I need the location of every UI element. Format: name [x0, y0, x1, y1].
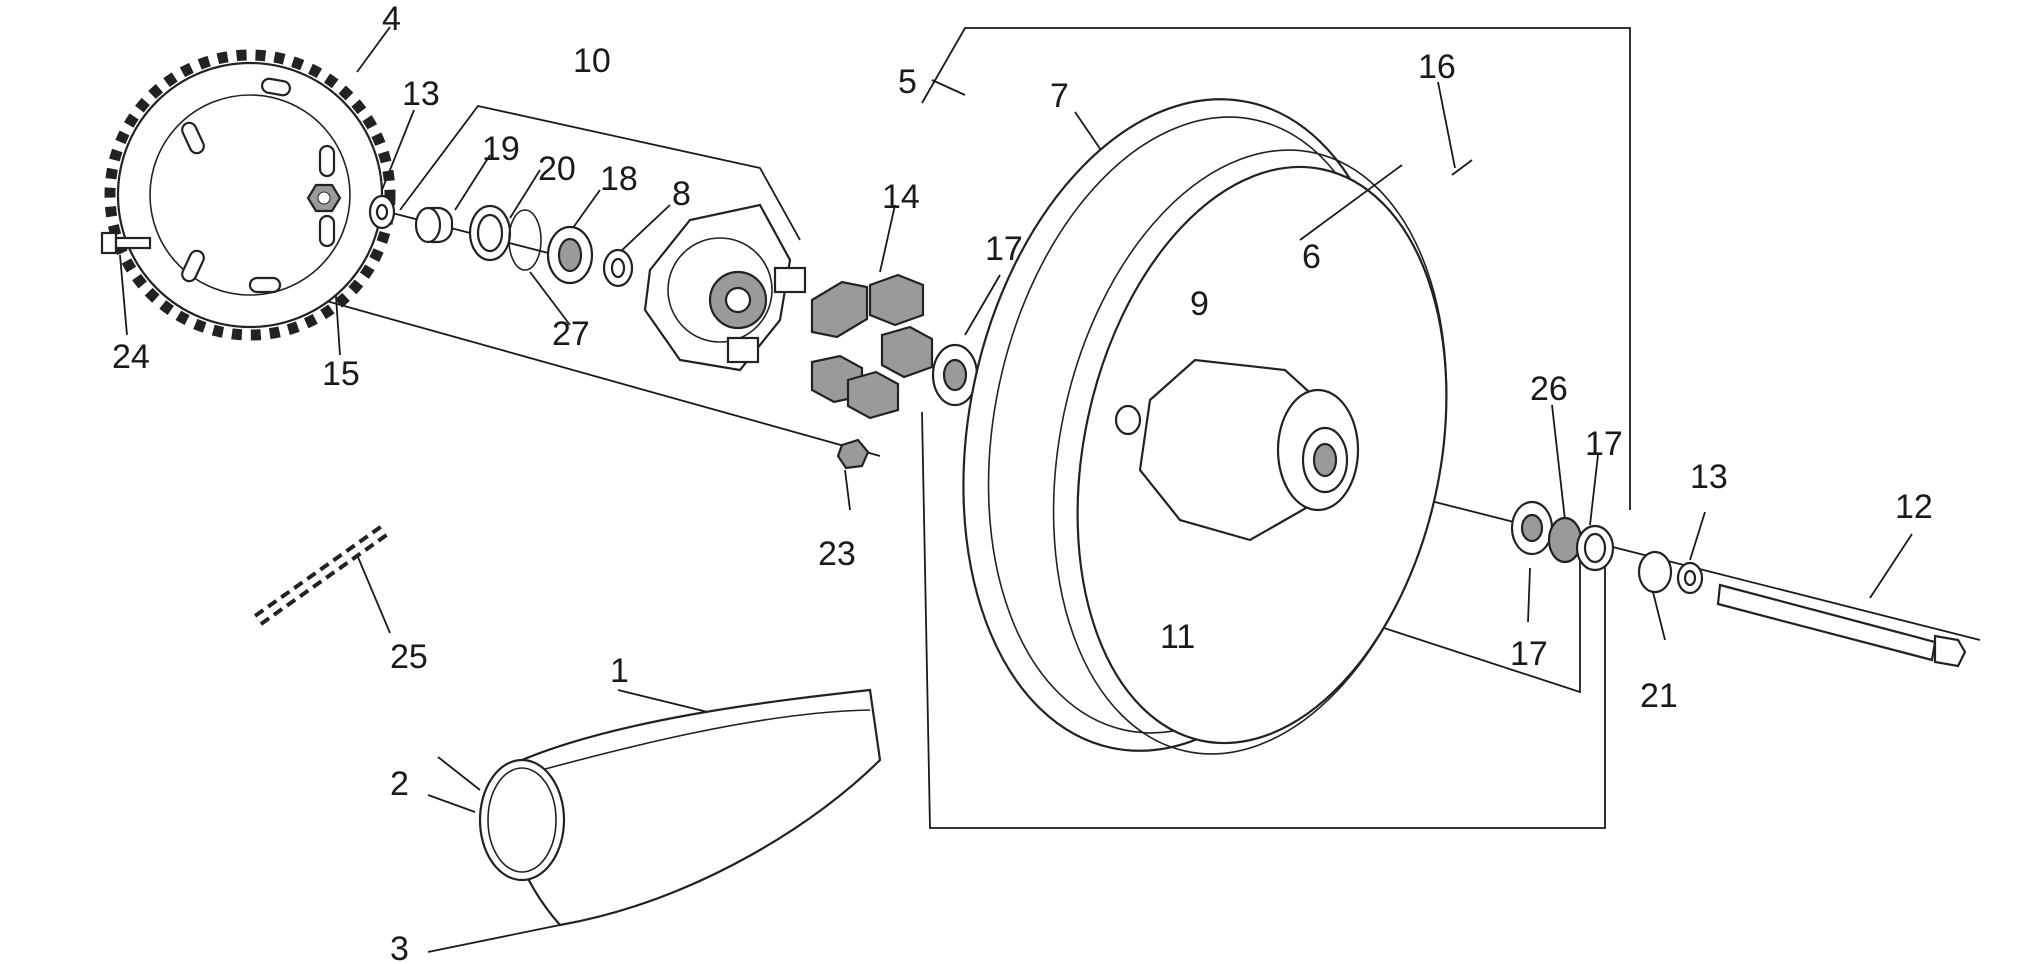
callout-14: 14 — [882, 178, 920, 216]
drive-chain — [253, 524, 390, 626]
callout-15: 15 — [322, 355, 360, 393]
sprocket-carrier — [643, 203, 807, 372]
callout-labels: 4 13 10 19 20 18 8 14 27 15 24 23 25 1 2… — [112, 0, 1933, 964]
callout-18: 17 — [1585, 425, 1623, 463]
rear-sprocket — [104, 49, 396, 341]
callout-5: 5 — [898, 63, 917, 101]
callout-2: 2 — [390, 765, 409, 803]
callout-16: 16 — [1418, 48, 1456, 86]
callout-13: 13 — [402, 75, 440, 113]
left-wheel-bearing — [931, 343, 979, 407]
callout-22: 20 — [538, 150, 576, 188]
wheel-hub — [1114, 358, 1360, 542]
callout-4: 4 — [382, 0, 401, 38]
callout-9: 9 — [1190, 285, 1209, 323]
callout-17a: 17 — [985, 230, 1023, 268]
callout-17b: 17 — [1510, 635, 1548, 673]
right-hub-parts — [1510, 500, 1704, 595]
callout-8: 8 — [672, 175, 691, 213]
callout-27: 27 — [552, 315, 590, 353]
callout-25: 25 — [390, 638, 428, 676]
rear-axle — [1716, 583, 1967, 668]
callout-19: 21 — [1640, 677, 1678, 715]
callout-20: 18 — [600, 160, 638, 198]
callout-6: 6 — [1302, 238, 1321, 276]
callout-26: 26 — [1530, 370, 1568, 408]
callout-11: 11 — [1160, 618, 1195, 656]
callout-10: 10 — [573, 42, 611, 80]
callout-7: 7 — [1050, 77, 1069, 115]
callout-12: 12 — [1895, 488, 1933, 526]
callout-13b: 13 — [1690, 458, 1728, 496]
callout-23: 23 — [818, 535, 856, 573]
callout-24: 24 — [112, 338, 150, 376]
left-hub-parts — [368, 194, 634, 288]
callout-1: 1 — [610, 652, 629, 690]
sprocket-bolt — [100, 231, 152, 255]
wheel-spoke — [1299, 164, 1403, 241]
cush-drive-rubbers — [810, 273, 934, 420]
tire-and-tube — [478, 688, 882, 927]
valve — [1451, 159, 1473, 176]
callout-21: 19 — [482, 130, 520, 168]
callout-3: 3 — [390, 930, 409, 964]
carrier-nut — [836, 438, 870, 470]
